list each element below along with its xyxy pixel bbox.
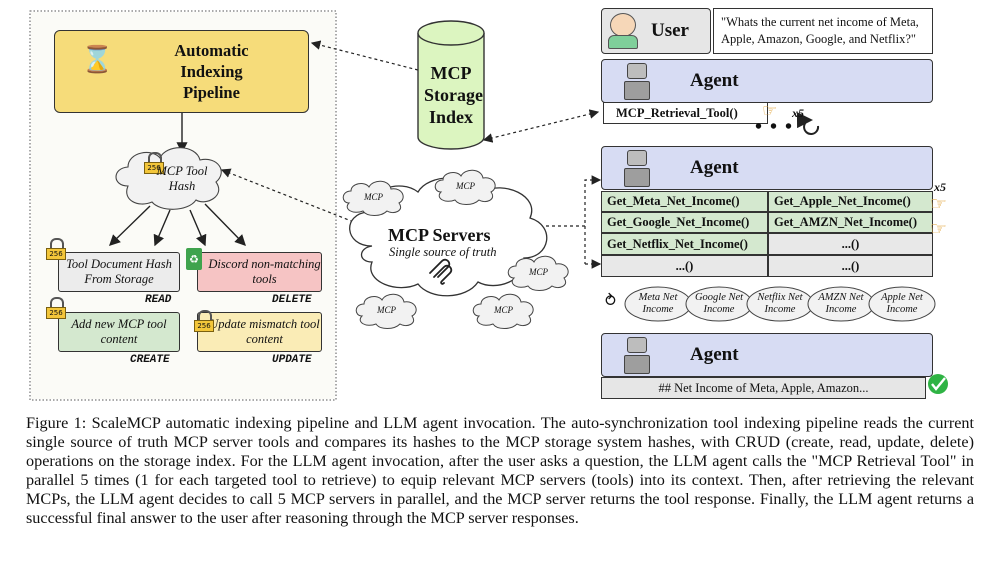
- storage-label: MCP Storage Index: [424, 63, 483, 127]
- small-cloud-label: MCP: [456, 181, 475, 191]
- robot-icon: [624, 150, 650, 187]
- hash-label: MCP Tool Hash: [156, 164, 208, 193]
- delete-op: DELETE: [272, 294, 312, 306]
- tool-call-cell: ...(): [601, 255, 768, 277]
- read-op: READ: [145, 294, 172, 306]
- create-lock-icon: 256: [46, 297, 66, 319]
- agent-label: Agent: [690, 344, 739, 365]
- delete-box: Discord non-matching tools: [197, 252, 322, 292]
- create-box: Add new MCP tool content: [58, 312, 180, 352]
- mcp-servers-subtitle: Single source of truth: [389, 245, 497, 259]
- update-box: Update mismatch tool content: [197, 312, 322, 352]
- read-lock-icon: 256: [46, 238, 66, 260]
- agent-label: Agent: [690, 70, 739, 91]
- response-bubbles: [624, 286, 936, 322]
- pipeline-title: Automatic Indexing Pipeline: [174, 41, 249, 102]
- hash-cloud: [115, 147, 222, 210]
- agent-box-tools: [601, 146, 933, 190]
- agent-box-final: [601, 333, 933, 377]
- agent-label: Agent: [690, 157, 739, 178]
- robot-icon: [624, 63, 650, 100]
- mcp-servers-title: MCP Servers: [388, 225, 491, 245]
- user-question: "Whats the current net income of Meta, A…: [713, 8, 933, 54]
- storage-cylinder: [417, 33, 485, 150]
- tool-calls-multiplier: x5: [934, 180, 946, 194]
- retrieval-tool-label: MCP_Retrieval_Tool(): [616, 106, 738, 120]
- tool-call-cell: Get_Google_Net_Income(): [601, 212, 768, 233]
- response-bubble: Google Net Income: [694, 292, 744, 315]
- tool-call-cell: Get_Apple_Net_Income(): [768, 191, 933, 212]
- response-bubble: Meta Net Income: [638, 292, 678, 315]
- check-icon: [928, 374, 948, 394]
- retrieval-tool-call: MCP_Retrieval_Tool(): [603, 102, 768, 124]
- read-text: Tool Document Hash From Storage: [66, 257, 172, 286]
- robot-icon: [624, 337, 650, 374]
- final-answer-box: ## Net Income of Meta, Apple, Amazon...: [601, 377, 926, 399]
- tool-call-cell: ...(): [768, 255, 933, 277]
- pointing-hand-icon: ☞: [930, 218, 948, 240]
- tool-call-cell: ...(): [768, 233, 933, 255]
- small-cloud-label: MCP: [529, 267, 548, 277]
- hash-lock-icon: 256: [144, 152, 164, 174]
- tool-call-cell: Get_AMZN_Net_Income(): [768, 212, 933, 233]
- update-text: Update mismatch tool content: [209, 317, 320, 346]
- user-label: User: [651, 20, 689, 41]
- retrieval-multiplier: x5: [792, 106, 804, 120]
- update-op: UPDATE: [272, 354, 312, 366]
- automatic-indexing-pipeline: ⌛ Automatic Indexing Pipeline: [54, 30, 309, 113]
- pointing-hand-icon: ☞: [930, 193, 948, 215]
- response-bubble: Apple Net Income: [881, 292, 923, 315]
- read-box: Tool Document Hash From Storage: [58, 252, 180, 292]
- tool-call-cell: Get_Netflix_Net_Income(): [601, 233, 768, 255]
- hourglass-icon: ⌛: [81, 45, 114, 74]
- delete-text: Discord non-matching tools: [208, 257, 321, 286]
- ellipsis-dots: •••: [755, 116, 801, 138]
- response-bubble: AMZN Net Income: [818, 292, 864, 315]
- small-cloud-label: MCP: [494, 305, 513, 315]
- small-cloud-label: MCP: [377, 305, 396, 315]
- response-logo-icon: ⥁: [605, 291, 616, 310]
- figure-caption: Figure 1: ScaleMCP automatic indexing pi…: [26, 414, 974, 527]
- agent-box-retrieval: [601, 59, 933, 103]
- final-answer-text: ## Net Income of Meta, Apple, Amazon...: [658, 381, 869, 395]
- small-cloud-label: MCP: [364, 192, 383, 202]
- baby-avatar-icon: [608, 13, 638, 49]
- update-lock-icon: 256: [194, 310, 214, 332]
- tool-call-cell: Get_Meta_Net_Income(): [601, 191, 768, 212]
- recycle-bin-icon: ♻: [186, 248, 202, 270]
- pointing-hand-icon: ☞: [762, 101, 778, 121]
- mcp-logo: [429, 258, 453, 285]
- create-op: CREATE: [130, 354, 170, 366]
- response-bubble: Netflix Net Income: [757, 292, 803, 315]
- create-text: Add new MCP tool content: [71, 317, 167, 346]
